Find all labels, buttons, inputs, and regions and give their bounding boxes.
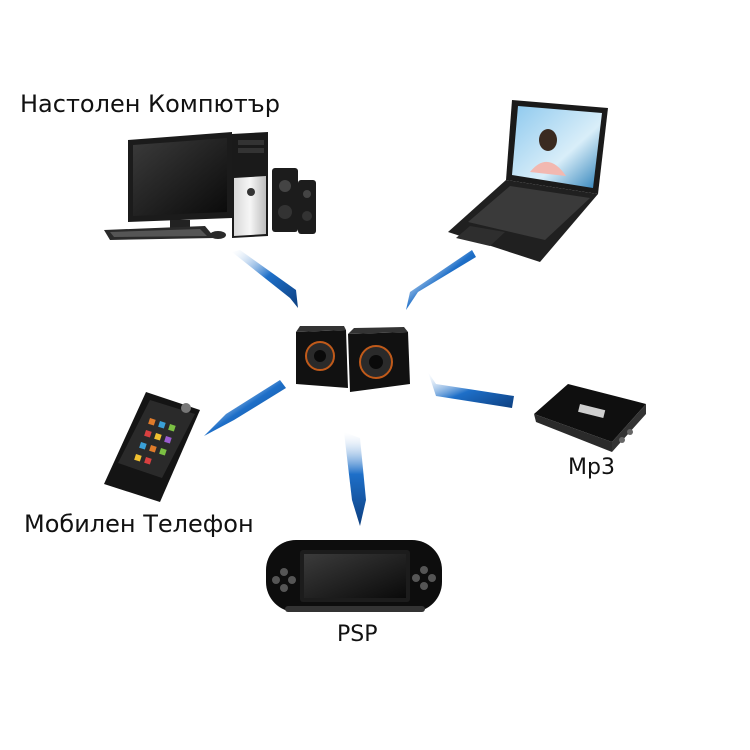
speakers-icon (296, 326, 410, 392)
arrow-mp3 (428, 372, 514, 408)
laptop-icon (448, 100, 608, 262)
desktop-computer-label: Настолен Компютър (20, 90, 280, 118)
desktop-computer-icon (104, 132, 316, 240)
arrow-psp (344, 432, 366, 526)
arrows (204, 250, 514, 526)
mobile-phone-icon (104, 392, 200, 502)
psp-icon (266, 540, 442, 612)
mp3-player-icon (534, 384, 646, 452)
arrow-laptop (406, 250, 476, 310)
arrow-phone (204, 380, 286, 436)
psp-label: PSP (337, 622, 378, 647)
arrow-desktop (232, 250, 298, 308)
mobile-phone-label: Мобилен Телефон (24, 510, 254, 538)
mp3-player-label: Mp3 (568, 455, 615, 480)
